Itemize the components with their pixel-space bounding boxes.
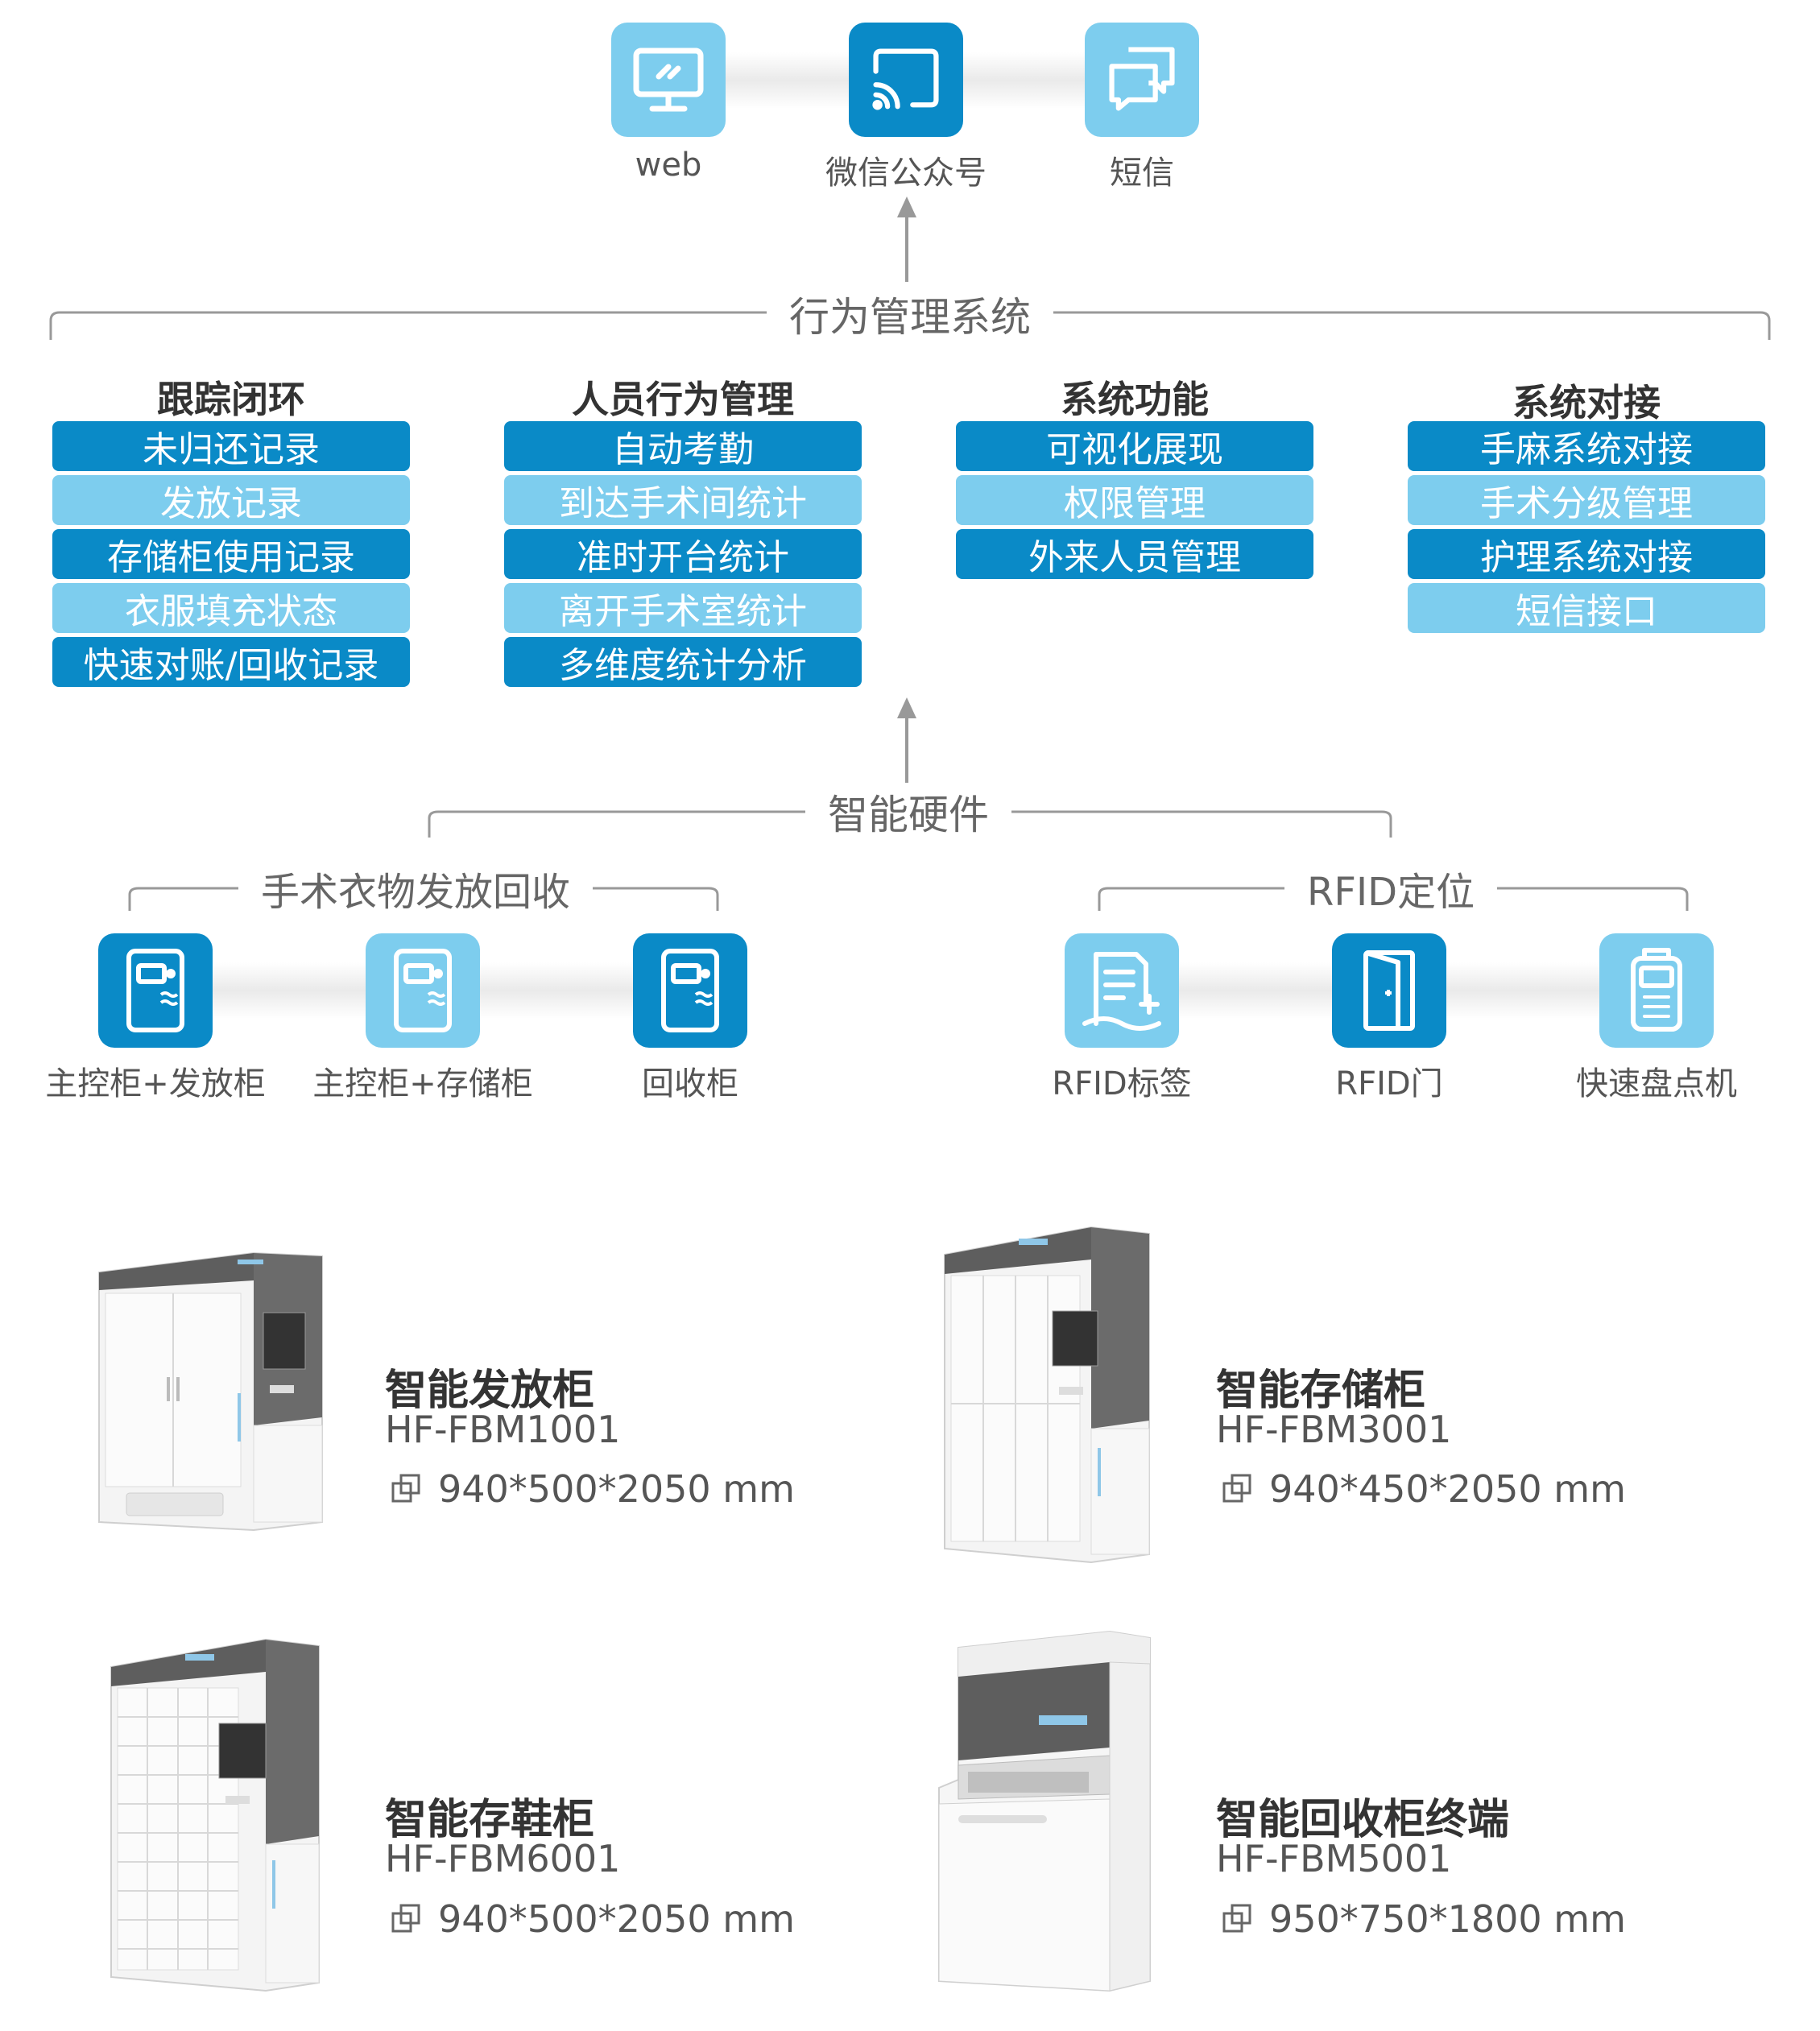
device-label-storage: 主控柜+存储柜: [312, 1065, 533, 1102]
monitor-icon: [611, 23, 726, 137]
list-item: 权限管理: [956, 475, 1313, 525]
dimensions-icon: [1222, 1474, 1251, 1503]
product-dims-text: 940*500*2050 mm: [438, 1467, 795, 1511]
list-item: 可视化展现: [956, 421, 1313, 471]
chat-bubbles-icon: [1085, 23, 1199, 137]
cabinet-icon: [633, 933, 747, 1048]
channel-label-web: web: [635, 147, 702, 184]
list-item: 护理系统对接: [1408, 529, 1765, 579]
cabinet-icon: [98, 933, 213, 1048]
list-item: 手麻系统对接: [1408, 421, 1765, 471]
column-list-tracking: 未归还记录 发放记录 存储柜使用记录 衣服填充状态 快速对账/回收记录: [52, 421, 410, 691]
arrow-up-icon: [897, 196, 916, 282]
product-name: 智能发放柜: [385, 1367, 595, 1415]
list-item: 短信接口: [1408, 583, 1765, 633]
list-item: 发放记录: [52, 475, 410, 525]
list-item: 到达手术间统计: [504, 475, 862, 525]
product-model: HF-FBM1001: [385, 1408, 621, 1451]
storage-cabinet-image: [944, 1226, 1150, 1564]
product-name: 智能存储柜: [1216, 1367, 1426, 1415]
list-item: 自动考勤: [504, 421, 862, 471]
channel-label-wechat: 微信公众号: [825, 155, 987, 192]
column-heading-integration: 系统对接: [1512, 381, 1661, 424]
list-item: 多维度统计分析: [504, 637, 862, 687]
product-dims-text: 940*450*2050 mm: [1269, 1467, 1626, 1511]
column-list-integration: 手麻系统对接 手术分级管理 护理系统对接 短信接口: [1408, 421, 1765, 637]
recycling-terminal-image: [938, 1630, 1151, 1992]
product-dims-text: 950*750*1800 mm: [1269, 1897, 1626, 1941]
channel-label-sms: 短信: [1110, 155, 1174, 192]
list-item: 快速对账/回收记录: [52, 637, 410, 687]
handheld-scanner-icon: [1599, 933, 1714, 1048]
dispensing-cabinet-image: [98, 1251, 323, 1532]
product-model: HF-FBM3001: [1216, 1408, 1452, 1451]
product-dims: 940*500*2050 mm: [390, 1897, 795, 1941]
device-label-dispense: 主控柜+发放柜: [45, 1065, 266, 1102]
shoe-cabinet-image: [110, 1638, 320, 1992]
device-label-rfid-tag: RFID标签: [1052, 1065, 1192, 1102]
column-heading-functions: 系统功能: [1061, 378, 1209, 421]
list-item: 存储柜使用记录: [52, 529, 410, 579]
product-dims-text: 940*500*2050 mm: [438, 1897, 795, 1941]
device-label-rfid-door: RFID门: [1335, 1065, 1443, 1102]
product-dims: 940*450*2050 mm: [1221, 1467, 1626, 1511]
list-item: 外来人员管理: [956, 529, 1313, 579]
column-heading-personnel: 人员行为管理: [572, 378, 794, 421]
product-dims: 950*750*1800 mm: [1221, 1897, 1626, 1941]
column-heading-tracking: 跟踪闭环: [157, 378, 305, 421]
list-item: 准时开台统计: [504, 529, 862, 579]
list-item: 手术分级管理: [1408, 475, 1765, 525]
arrow-up-icon: [897, 697, 916, 783]
dimensions-icon: [1222, 1904, 1251, 1933]
device-label-recycle: 回收柜: [642, 1065, 738, 1102]
product-model: HF-FBM5001: [1216, 1837, 1452, 1880]
product-model: HF-FBM6001: [385, 1837, 621, 1880]
dimensions-icon: [391, 1474, 420, 1503]
behavior-system-title: 行为管理系统: [767, 285, 1053, 343]
product-name: 智能存鞋柜: [385, 1796, 595, 1844]
cabinet-icon: [366, 933, 480, 1048]
product-name: 智能回收柜终端: [1216, 1796, 1510, 1844]
device-label-scanner: 快速盘点机: [1576, 1065, 1737, 1102]
product-dims: 940*500*2050 mm: [390, 1467, 795, 1511]
dimensions-icon: [391, 1904, 420, 1933]
column-list-personnel: 自动考勤 到达手术间统计 准时开台统计 离开手术室统计 多维度统计分析: [504, 421, 862, 691]
hardware-title: 智能硬件: [805, 783, 1011, 841]
group-title-rfid: RFID定位: [1284, 860, 1498, 916]
list-item: 离开手术室统计: [504, 583, 862, 633]
group-title-garment: 手术衣物发放回收: [238, 860, 594, 916]
list-item: 衣服填充状态: [52, 583, 410, 633]
tag-document-icon: [1065, 933, 1179, 1048]
list-item: 未归还记录: [52, 421, 410, 471]
column-list-functions: 可视化展现 权限管理 外来人员管理: [956, 421, 1313, 583]
door-icon: [1332, 933, 1446, 1048]
cast-icon: [849, 23, 963, 137]
